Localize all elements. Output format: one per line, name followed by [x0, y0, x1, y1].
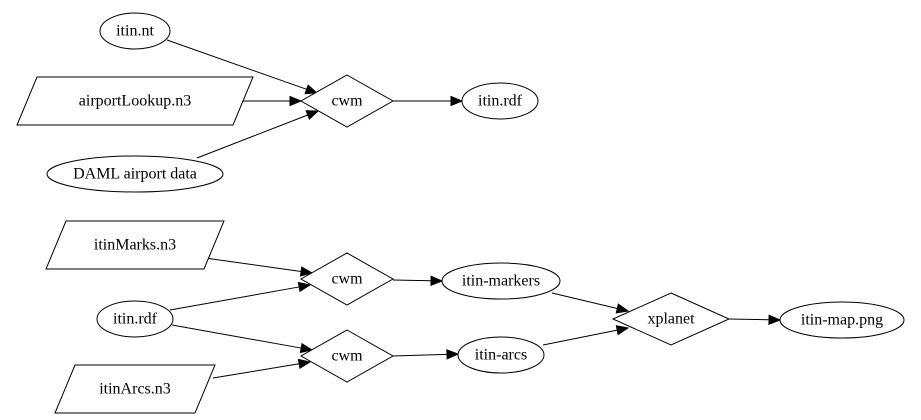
- node-itin-map: itin-map.png: [779, 301, 905, 339]
- edge-cwm1-to-itin_rdf_out: [393, 95, 464, 107]
- ellipse-node-shape: [99, 12, 171, 50]
- node-label: itin-map.png: [801, 312, 883, 329]
- arrowhead: [304, 84, 319, 95]
- node-itin-nt: itin.nt: [99, 12, 171, 50]
- node-itin-arcs: itin-arcs: [457, 336, 545, 374]
- diamond-node-shape: [611, 292, 731, 346]
- arrowhead: [297, 281, 312, 293]
- arrowhead: [299, 266, 314, 277]
- node-label: xplanet: [647, 311, 695, 328]
- node-xplanet: xplanet: [611, 292, 731, 346]
- ellipse-node-shape: [779, 301, 905, 339]
- edge-line: [728, 318, 770, 321]
- node-itin-markers: itin-markers: [441, 262, 561, 300]
- diamond-node-shape: [299, 329, 395, 383]
- ellipse-node-shape: [441, 262, 561, 300]
- node-label: itinMarks.n3: [94, 237, 176, 254]
- node-itinArcs: itinArcs.n3: [54, 364, 216, 414]
- parallelogram-node-shape: [16, 76, 254, 126]
- arrowhead: [305, 110, 320, 121]
- node-label: itin-markers: [462, 273, 540, 290]
- arrowhead: [450, 95, 464, 107]
- edge-line: [392, 279, 432, 282]
- ellipse-node-shape: [461, 82, 539, 120]
- edge-line: [166, 39, 307, 90]
- node-itin-rdf-in: itin.rdf: [96, 300, 174, 338]
- edge-itinArcs-to-cwm3: [212, 358, 312, 379]
- edges-layer: [166, 39, 782, 379]
- node-cwm2: cwm: [299, 252, 395, 306]
- node-itinMarks: itinMarks.n3: [45, 220, 225, 270]
- node-cwm1: cwm: [299, 74, 395, 128]
- node-label: itin.nt: [116, 23, 154, 40]
- edge-line: [197, 256, 302, 272]
- ellipse-node-shape: [96, 300, 174, 338]
- edge-itin_arcs-to-xplanet: [542, 325, 630, 346]
- edge-line: [551, 292, 618, 309]
- arrowhead: [297, 358, 312, 370]
- arrowhead: [768, 314, 782, 326]
- node-label: cwm: [331, 93, 363, 110]
- edge-itin_markers-to-xplanet: [551, 292, 630, 314]
- edge-itinMarks-to-cwm2: [197, 256, 314, 277]
- node-label: cwm: [331, 348, 363, 365]
- ellipse-node-shape: [46, 155, 224, 193]
- edge-itin_rdf_in-to-cwm3: [171, 324, 314, 354]
- edge-line: [542, 329, 618, 346]
- arrowhead: [615, 325, 630, 336]
- edge-line: [196, 114, 308, 159]
- node-label: airportLookup.n3: [79, 93, 191, 110]
- node-label: cwm: [331, 271, 363, 288]
- arrowhead: [289, 95, 303, 107]
- arrowhead: [446, 349, 460, 360]
- edge-line: [392, 353, 448, 357]
- parallelogram-node-shape: [45, 220, 225, 270]
- edge-itin_nt-to-cwm1: [166, 39, 319, 95]
- arrowhead: [430, 275, 444, 287]
- arrowhead: [615, 303, 630, 314]
- diamond-node-shape: [299, 74, 395, 128]
- node-airportLookup: airportLookup.n3: [16, 76, 254, 126]
- edge-itin_rdf_in-to-cwm2: [169, 281, 312, 311]
- ellipse-node-shape: [457, 336, 545, 374]
- node-itin-rdf-out: itin.rdf: [461, 82, 539, 120]
- edge-cwm2-to-itin_markers: [392, 275, 444, 287]
- diamond-node-shape: [299, 252, 395, 306]
- arrowhead: [299, 342, 314, 354]
- edge-line: [171, 324, 302, 349]
- edge-xplanet-to-itin_map: [728, 314, 782, 326]
- edge-line: [169, 286, 300, 311]
- node-label: itin.rdf: [113, 311, 158, 328]
- node-label: itin-arcs: [475, 347, 527, 364]
- node-daml: DAML airport data: [46, 155, 224, 193]
- edge-daml-to-cwm1: [196, 110, 320, 159]
- node-label: itinArcs.n3: [99, 381, 171, 398]
- node-label: itin.rdf: [478, 93, 523, 110]
- node-label: DAML airport data: [73, 166, 197, 183]
- parallelogram-node-shape: [54, 364, 216, 414]
- edge-cwm3-to-itin_arcs: [392, 349, 460, 360]
- edge-line: [212, 363, 300, 379]
- node-cwm3: cwm: [299, 329, 395, 383]
